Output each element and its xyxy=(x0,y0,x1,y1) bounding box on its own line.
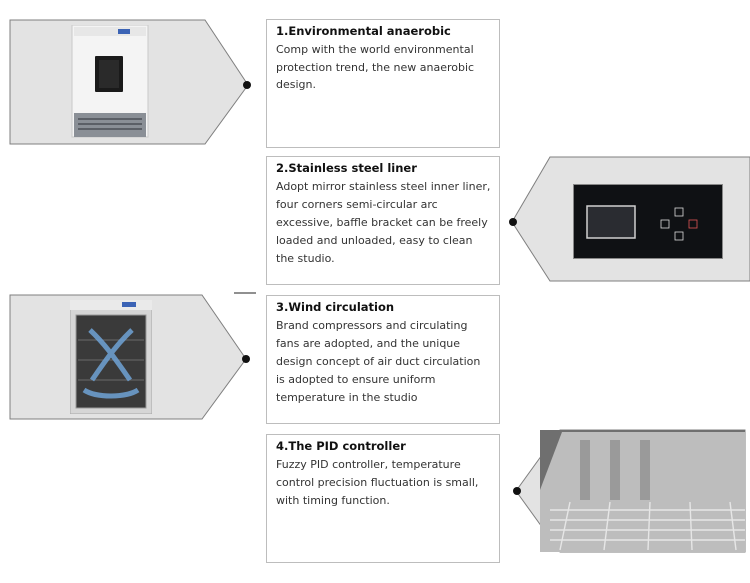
feature-description: Brand compressors and circulating fans a… xyxy=(276,319,481,404)
feature-description: Comp with the world environmental protec… xyxy=(276,43,475,91)
image-panel-3 xyxy=(0,289,260,424)
feature-description: Adopt mirror stainless steel inner liner… xyxy=(276,180,491,265)
feature-title: 1.Environmental anaerobic xyxy=(276,24,451,38)
feature-title: 3.Wind circulation xyxy=(276,300,395,314)
image-panel-2 xyxy=(505,150,750,290)
control-panel-photo xyxy=(573,184,723,259)
incubator-front-photo xyxy=(70,25,152,140)
airflow-interior-photo xyxy=(70,300,152,414)
feature-title: 2.Stainless steel liner xyxy=(276,161,417,175)
image-panel-1 xyxy=(0,0,260,150)
feature-card-4: 4.The PID controller Fuzzy PID controlle… xyxy=(266,434,500,563)
feature-description: Fuzzy PID controller, temperature contro… xyxy=(276,458,479,507)
feature-card-2: 2.Stainless steel liner Adopt mirror sta… xyxy=(266,156,500,285)
feature-title: 4.The PID controller xyxy=(276,439,406,453)
image-panel-4 xyxy=(510,428,750,558)
feature-card-3: 3.Wind circulation Brand compressors and… xyxy=(266,295,500,424)
feature-card-1: 1.Environmental anaerobic Comp with the … xyxy=(266,19,500,148)
shelf-rack-photo xyxy=(540,430,745,552)
